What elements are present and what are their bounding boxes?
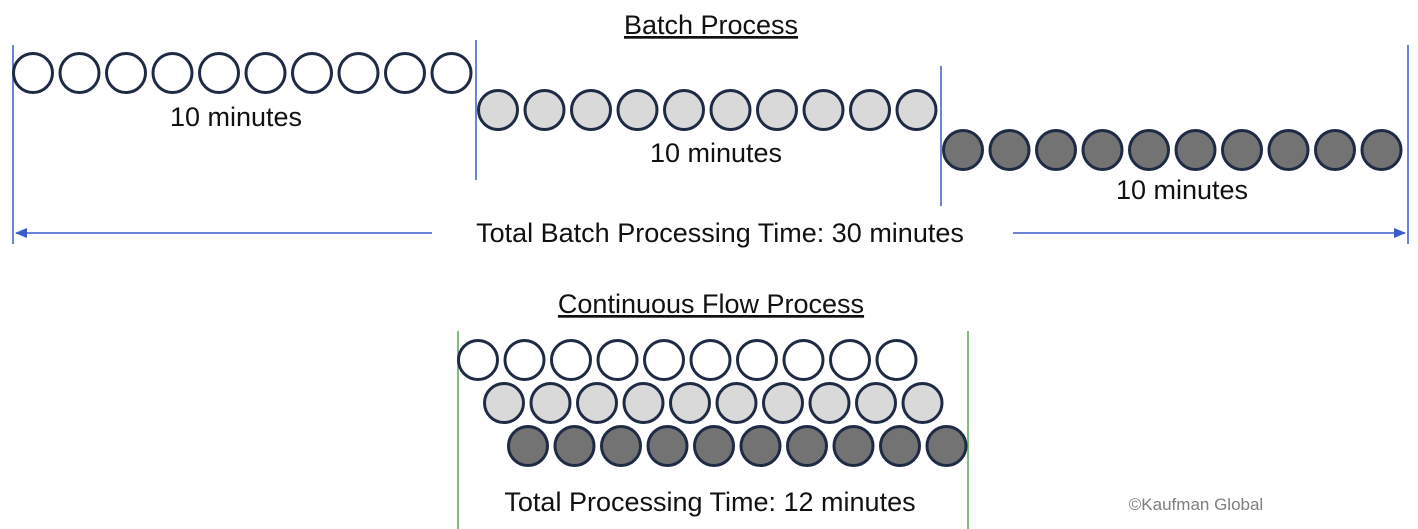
batch-stage-3-circle-3: [1035, 129, 1077, 171]
flow-row-3-circle-7: [786, 425, 828, 467]
flow-row-3-circle-9: [879, 425, 921, 467]
flow-row-2-circle-7: [762, 382, 804, 424]
batch-circles: [12, 52, 1403, 171]
batch-stage-2-circle-3: [570, 89, 612, 131]
flow-row-3-circle-8: [832, 425, 875, 467]
batch-stage-2-circle-1: [477, 89, 519, 131]
flow-row-3-circle-5: [693, 425, 735, 467]
batch-stage-2-circle-4: [616, 89, 659, 131]
batch-stage-2-circle-7: [756, 89, 798, 131]
flow-row-2-circle-6: [715, 382, 758, 424]
batch-stage-3-label: 10 minutes: [1116, 175, 1248, 205]
batch-stage-1-circle-9: [384, 52, 426, 94]
batch-stage-3-circle-8: [1267, 129, 1310, 171]
flow-row-1-circle-10: [875, 339, 918, 381]
batch-stage-2-circle-5: [663, 89, 705, 131]
batch-stage-1-circle-10: [430, 52, 473, 94]
flow-row-1-circle-8: [782, 339, 825, 381]
copyright-credit: ©Kaufman Global: [1129, 495, 1263, 514]
batch-stage-3-circle-6: [1174, 129, 1217, 171]
batch-stage-1-circle-5: [198, 52, 240, 94]
flow-row-1-circle-5: [643, 339, 685, 381]
flow-row-1-circle-4: [596, 339, 639, 381]
flow-row-3-circle-2: [553, 425, 596, 467]
batch-stage-1-circle-1: [12, 52, 54, 94]
batch-stage-2-circle-2: [523, 89, 566, 131]
flow-row-3-circle-10: [925, 425, 968, 467]
flow-row-2-circle-2: [529, 382, 572, 424]
flow-row-1-circle-2: [503, 339, 546, 381]
batch-stage-1-circle-2: [58, 52, 101, 94]
flow-row-2-circle-9: [855, 382, 897, 424]
flow-row-2-circle-3: [576, 382, 618, 424]
flow-title: Continuous Flow Process: [558, 289, 864, 319]
batch-stage-3-circle-2: [988, 129, 1031, 171]
flow-row-1-circle-9: [829, 339, 871, 381]
batch-stage-1-circle-8: [337, 52, 380, 94]
flow-total-label: Total Processing Time: 12 minutes: [504, 487, 915, 517]
batch-stage-2-circle-8: [802, 89, 845, 131]
batch-title: Batch Process: [624, 10, 798, 40]
batch-stage-1-circle-6: [244, 52, 287, 94]
batch-stage-3-circle-9: [1314, 129, 1356, 171]
batch-stage-1-circle-3: [105, 52, 147, 94]
flow-row-1-circle-3: [550, 339, 592, 381]
batch-stage-2-circle-9: [849, 89, 891, 131]
batch-stage-2-circle-6: [709, 89, 752, 131]
batch-stage-1-label: 10 minutes: [170, 102, 302, 132]
flow-row-3-circle-3: [600, 425, 642, 467]
flow-row-1-circle-1: [457, 339, 499, 381]
flow-row-2-circle-1: [483, 382, 525, 424]
flow-row-1-circle-6: [689, 339, 732, 381]
batch-stage-3-circle-1: [942, 129, 984, 171]
flow-row-2-circle-4: [622, 382, 665, 424]
flow-row-2-circle-10: [901, 382, 944, 424]
batch-stage-3-circle-4: [1081, 129, 1124, 171]
batch-stage-3-circle-7: [1221, 129, 1263, 171]
flow-row-2-circle-8: [808, 382, 851, 424]
batch-stage-1-circle-7: [291, 52, 333, 94]
flow-circles: [457, 339, 968, 467]
flow-row-3-circle-6: [739, 425, 782, 467]
batch-stage-3-circle-5: [1128, 129, 1170, 171]
flow-row-3-circle-1: [507, 425, 549, 467]
flow-row-2-circle-5: [669, 382, 711, 424]
batch-stage-2-label: 10 minutes: [650, 138, 782, 168]
flow-row-1-circle-7: [736, 339, 778, 381]
batch-stage-1-circle-4: [151, 52, 194, 94]
flow-row-3-circle-4: [646, 425, 689, 467]
batch-stage-3-circle-10: [1360, 129, 1403, 171]
batch-total-label: Total Batch Processing Time: 30 minutes: [476, 218, 964, 248]
batch-stage-2-circle-10: [895, 89, 938, 131]
